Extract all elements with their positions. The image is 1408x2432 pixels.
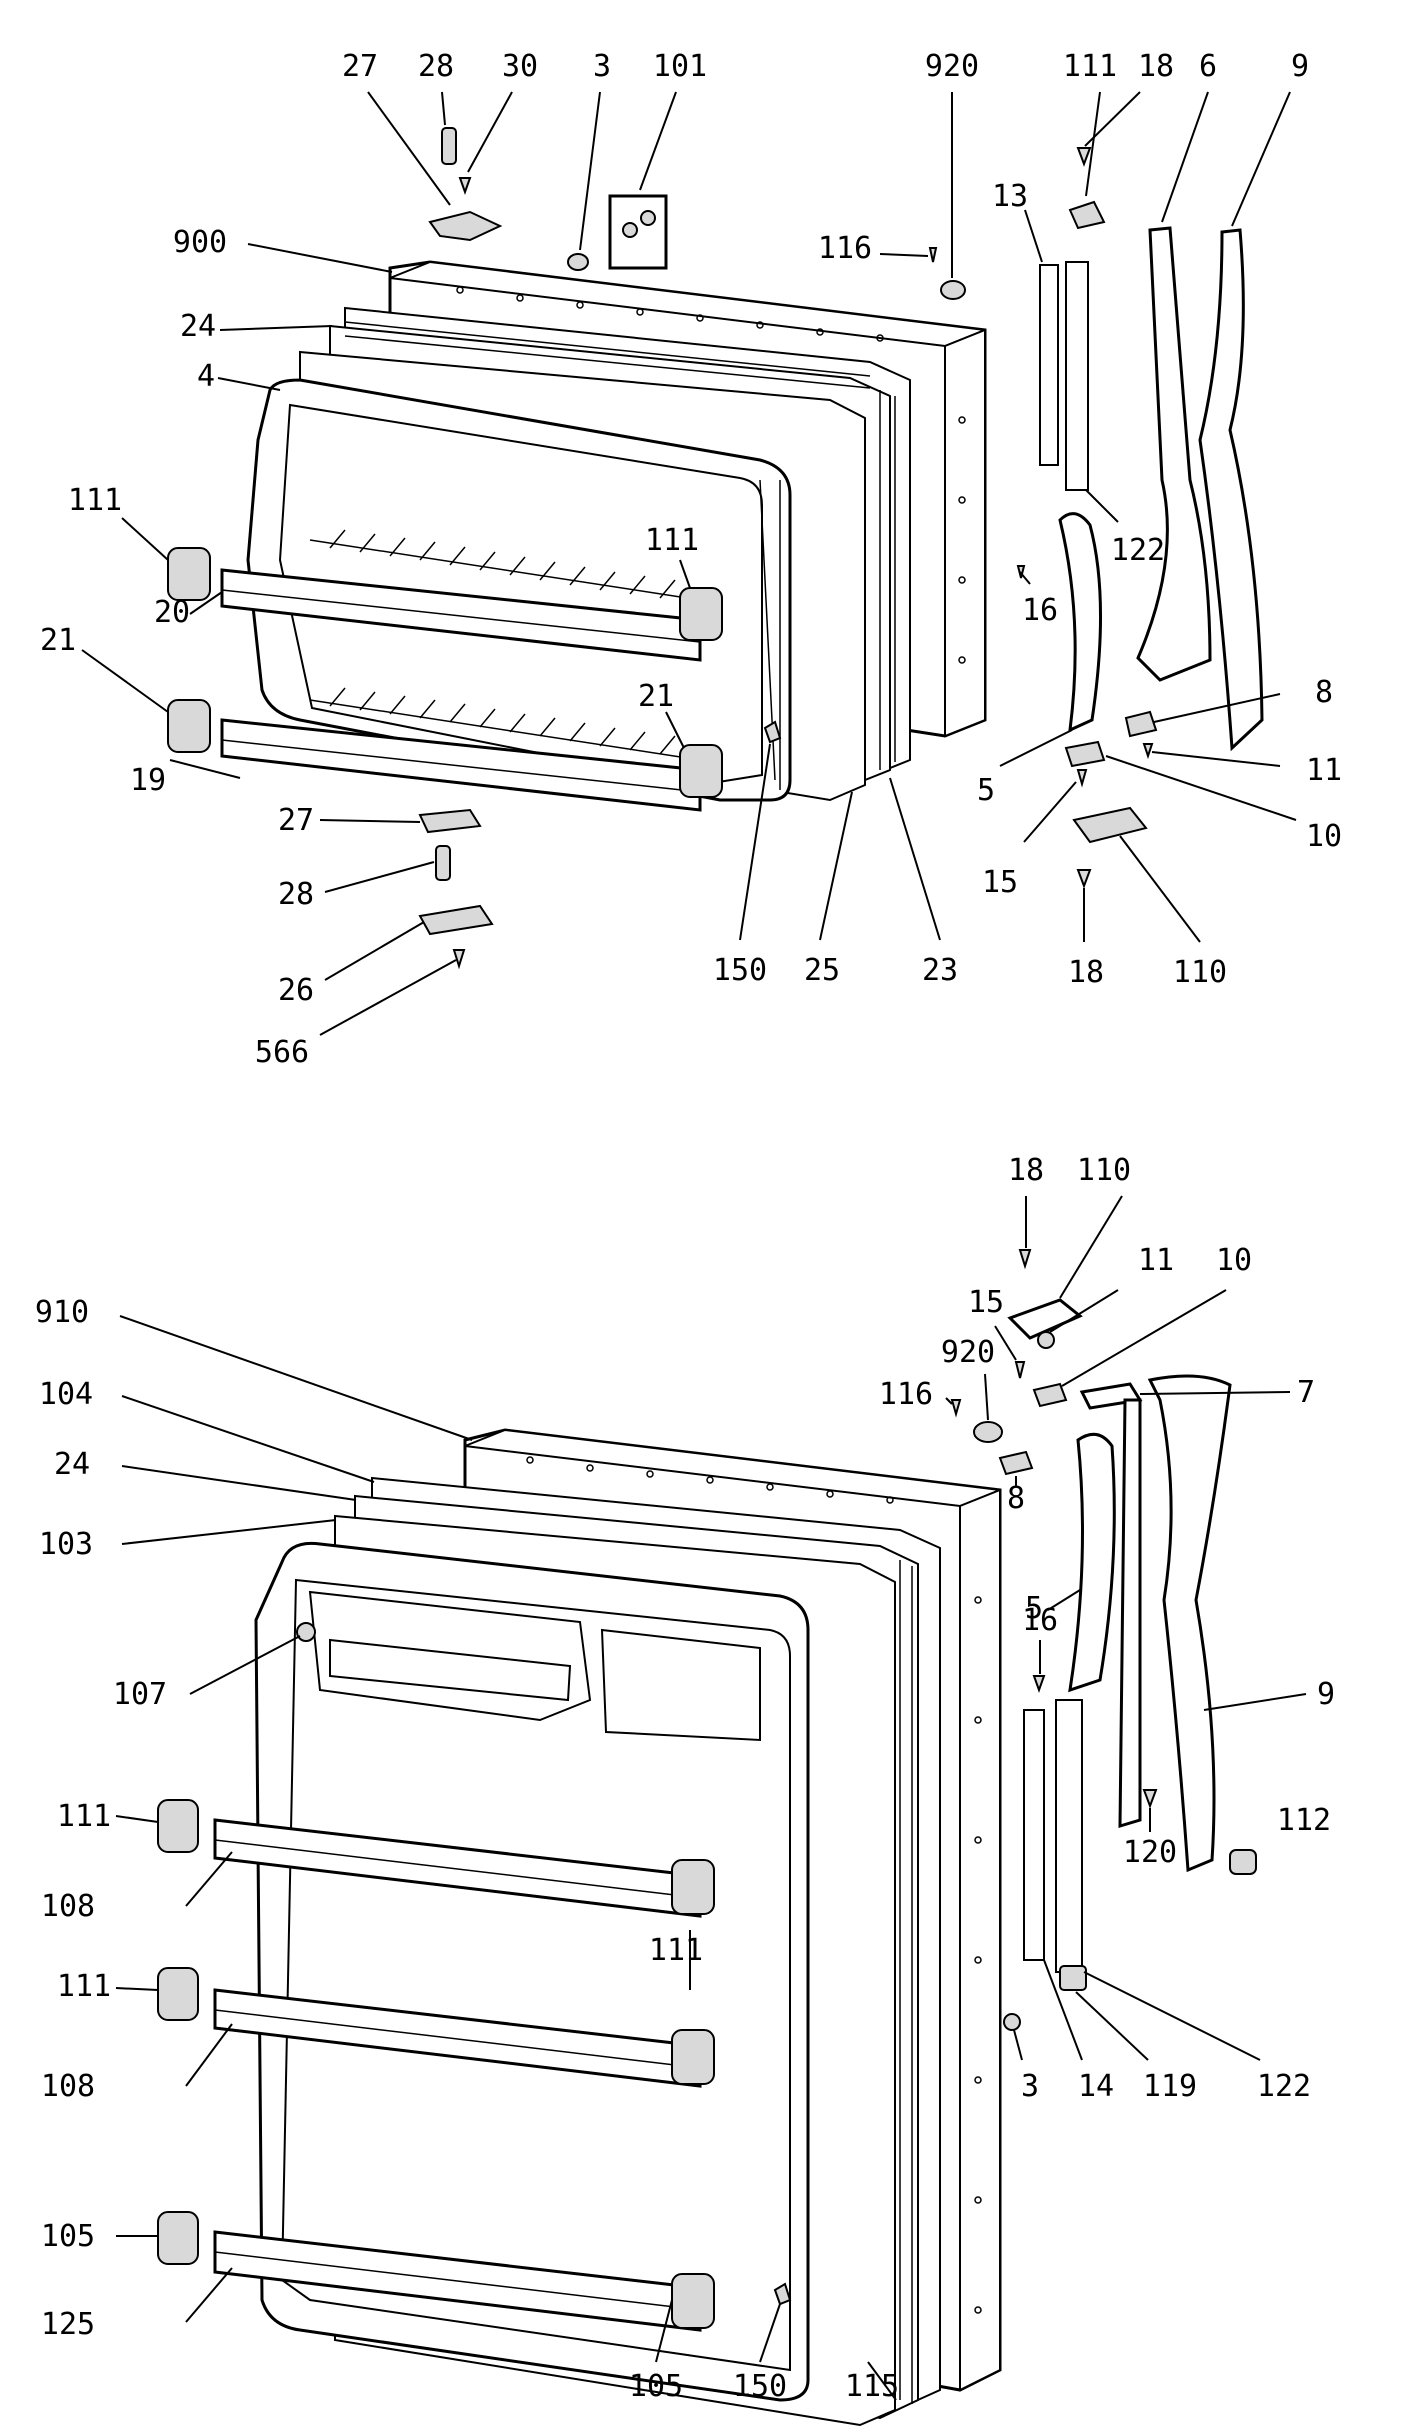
freezer-handle-parts — [763, 147, 1264, 889]
freezer-callout-labels: 27 28 30 3 101 920 111 18 6 9 900 116 13… — [40, 49, 1342, 1070]
fresh-food-shelf-end-cap-left-1 — [157, 1799, 199, 1853]
fresh-food-shelf-end-cap-left-3 — [157, 2211, 199, 2265]
callout-30: 30 — [502, 49, 538, 84]
freezer-shelf-bar-lower — [220, 718, 702, 812]
fresh-food-screw — [773, 2282, 792, 2306]
callout-21: 21 — [638, 679, 674, 714]
callout-18: 18 — [1008, 1153, 1044, 1188]
callout-112: 112 — [1277, 1803, 1331, 1838]
callout-16: 16 — [1022, 593, 1058, 628]
callout-27: 27 — [278, 803, 314, 838]
freezer-leader-lines — [81, 91, 1297, 1036]
fresh-food-door-assembly: 18 110 11 10 15 910 920 116 7 104 24 8 1… — [35, 1153, 1335, 2427]
callout-101: 101 — [653, 49, 707, 84]
callout-910: 910 — [35, 1295, 89, 1330]
callout-10: 10 — [1216, 1243, 1252, 1278]
fresh-food-shelf-end-cap-right-2 — [671, 2029, 715, 2085]
callout-4: 4 — [197, 359, 215, 394]
fresh-food-shelf-end-cap-right-1 — [671, 1859, 715, 1915]
callout-8: 8 — [1315, 675, 1333, 710]
callout-26: 26 — [278, 973, 314, 1008]
callout-108: 108 — [41, 1889, 95, 1924]
callout-122: 122 — [1111, 533, 1165, 568]
callout-566: 566 — [255, 1035, 309, 1070]
freezer-shelf-end-cap-left-lower — [167, 699, 211, 753]
callout-111: 111 — [645, 523, 699, 558]
callout-104: 104 — [39, 1377, 93, 1412]
freezer-door-assembly: 27 28 30 3 101 920 111 18 6 9 900 116 13… — [40, 49, 1342, 1070]
callout-27: 27 — [342, 49, 378, 84]
callout-28: 28 — [278, 877, 314, 912]
callout-11: 11 — [1306, 753, 1342, 788]
callout-13: 13 — [992, 179, 1028, 214]
callout-23: 23 — [922, 953, 958, 988]
callout-105: 105 — [629, 2369, 683, 2404]
callout-28: 28 — [418, 49, 454, 84]
callout-110: 110 — [1173, 955, 1227, 990]
freezer-bottom-hinge-parts — [418, 808, 494, 970]
callout-116: 116 — [879, 1377, 933, 1412]
callout-7: 7 — [1297, 1375, 1315, 1410]
callout-14: 14 — [1078, 2069, 1114, 2104]
callout-9: 9 — [1291, 49, 1309, 84]
callout-25: 25 — [804, 953, 840, 988]
callout-111: 111 — [1063, 49, 1117, 84]
callout-8: 8 — [1007, 1481, 1025, 1516]
callout-15: 15 — [982, 865, 1018, 900]
callout-116: 116 — [818, 231, 872, 266]
fresh-food-shelf-bar-1 — [213, 1818, 702, 1918]
freezer-shelf-end-cap-right-upper — [679, 587, 723, 641]
callout-6: 6 — [1199, 49, 1217, 84]
freezer-inner-liner — [246, 378, 792, 802]
callout-9: 9 — [1317, 1677, 1335, 1712]
fresh-food-inner-liner — [254, 1541, 810, 2402]
fresh-food-callout-labels: 18 110 11 10 15 910 920 116 7 104 24 8 1… — [35, 1153, 1335, 2404]
freezer-shelf-bar-upper — [220, 568, 702, 662]
fresh-food-shelf-bar-2 — [213, 1988, 702, 2088]
callout-15: 15 — [968, 1285, 1004, 1320]
callout-122: 122 — [1257, 2069, 1311, 2104]
callout-18: 18 — [1138, 49, 1174, 84]
callout-11: 11 — [1138, 1243, 1174, 1278]
callout-5: 5 — [1025, 1591, 1043, 1626]
fresh-food-leader-lines — [115, 1195, 1307, 2401]
callout-920: 920 — [941, 1335, 995, 1370]
callout-900: 900 — [173, 225, 227, 260]
fresh-food-shelf-end-cap-left-2 — [157, 1967, 199, 2021]
callout-115: 115 — [845, 2369, 899, 2404]
callout-150: 150 — [713, 953, 767, 988]
callout-18: 18 — [1068, 955, 1104, 990]
callout-20: 20 — [154, 595, 190, 630]
callout-110: 110 — [1077, 1153, 1131, 1188]
callout-10: 10 — [1306, 819, 1342, 854]
callout-103: 103 — [39, 1527, 93, 1562]
callout-24: 24 — [180, 309, 216, 344]
fresh-food-shelf-end-cap-right-3 — [671, 2273, 715, 2329]
callout-125: 125 — [41, 2307, 95, 2342]
freezer-shelf-end-cap-right-lower — [679, 744, 723, 798]
callout-3: 3 — [1021, 2069, 1039, 2104]
callout-105: 105 — [41, 2219, 95, 2254]
callout-119: 119 — [1143, 2069, 1197, 2104]
callout-16: 16 — [1022, 1603, 1058, 1638]
callout-111: 111 — [57, 1969, 111, 2004]
callout-111: 111 — [57, 1799, 111, 1834]
callout-108: 108 — [41, 2069, 95, 2104]
callout-111: 111 — [68, 483, 122, 518]
callout-107: 107 — [113, 1677, 167, 1712]
callout-120: 120 — [1123, 1835, 1177, 1870]
callout-24: 24 — [54, 1447, 90, 1482]
callout-920: 920 — [925, 49, 979, 84]
callout-3: 3 — [593, 49, 611, 84]
callout-21: 21 — [40, 623, 76, 658]
callout-111: 111 — [649, 1933, 703, 1968]
callout-150: 150 — [733, 2369, 787, 2404]
callout-5: 5 — [977, 773, 995, 808]
freezer-shelf-end-cap-left-upper — [167, 547, 211, 601]
fresh-food-handle-parts — [950, 1249, 1257, 2031]
callout-19: 19 — [130, 763, 166, 798]
freezer-top-hinge-parts — [428, 127, 966, 300]
